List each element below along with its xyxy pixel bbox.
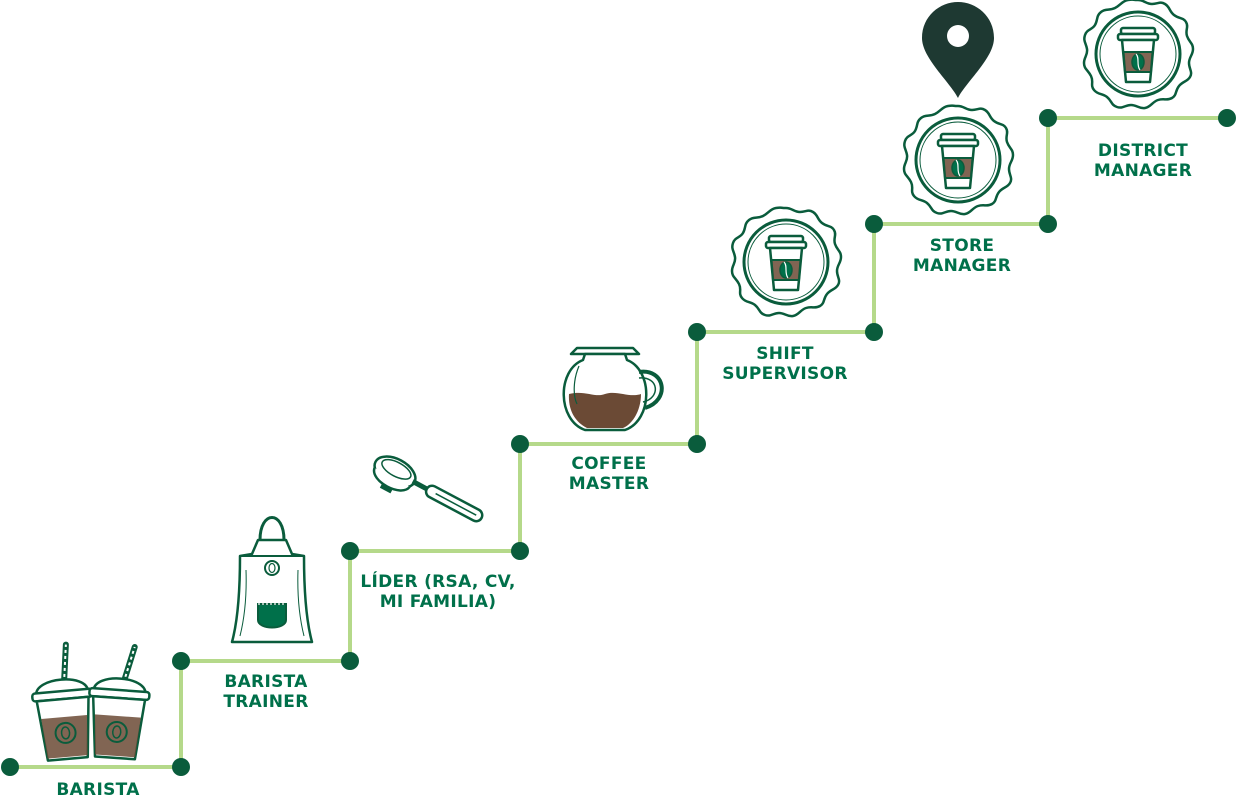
badge-cup-icon: [1082, 0, 1195, 110]
node: [172, 758, 190, 776]
node: [1, 758, 19, 776]
node: [341, 542, 359, 560]
location-pin-icon: [922, 2, 994, 98]
node: [1218, 109, 1236, 127]
portafilter-icon: [372, 455, 484, 523]
badge-cup-icon: [730, 206, 843, 318]
node: [172, 652, 190, 670]
node: [1039, 109, 1057, 127]
iced-coffee-cups-icon: [31, 641, 151, 762]
step-label-district-manager: DISTRICT MANAGER: [1093, 141, 1193, 181]
step-label-coffee-master: COFFEE MASTER: [568, 454, 650, 494]
node: [1039, 215, 1057, 233]
node: [865, 323, 883, 341]
staircase-nodes: [1, 109, 1236, 776]
node: [511, 542, 529, 560]
step-label-barista: BARISTA: [56, 780, 140, 800]
node: [688, 435, 706, 453]
node: [865, 215, 883, 233]
step-label-lider: LÍDER (RSA, CV, MI FAMILIA): [360, 572, 516, 612]
node: [511, 435, 529, 453]
coffee-pot-icon: [562, 346, 664, 432]
apron-icon: [230, 516, 314, 644]
step-label-store-manager: STORE MANAGER: [912, 236, 1012, 276]
step-label-barista-trainer: BARISTA TRAINER: [223, 672, 309, 712]
node: [341, 652, 359, 670]
career-staircase-line: [10, 116, 1227, 769]
node: [688, 323, 706, 341]
step-label-shift-supervisor: SHIFT SUPERVISOR: [722, 344, 848, 384]
badge-cup-icon: [902, 104, 1015, 216]
